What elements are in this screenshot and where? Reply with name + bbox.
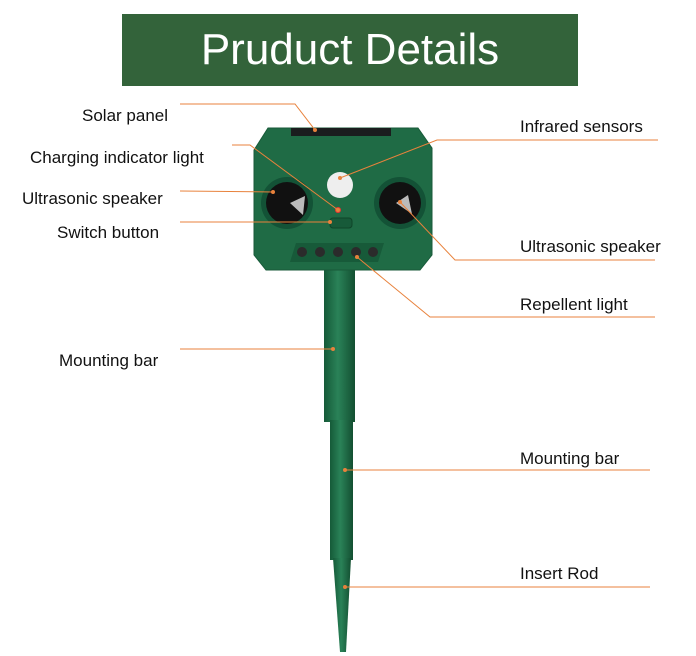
label-switch-button: Switch button bbox=[57, 223, 160, 242]
label-insert-rod: Insert Rod bbox=[520, 564, 599, 583]
leader-lines bbox=[179, 103, 658, 588]
insert-rod bbox=[333, 558, 351, 652]
switch-button bbox=[329, 217, 353, 229]
label-mounting-bar-right: Mounting bar bbox=[520, 449, 620, 468]
label-speaker-left: Ultrasonic speaker bbox=[22, 189, 163, 208]
label-charging-light: Charging indicator light bbox=[30, 148, 204, 167]
infrared-sensor bbox=[327, 172, 353, 198]
label-infrared: Infrared sensors bbox=[520, 117, 643, 136]
title-banner: Pruduct Details bbox=[122, 14, 578, 86]
label-speaker-right: Ultrasonic speaker bbox=[520, 237, 661, 256]
label-repellent-light: Repellent light bbox=[520, 295, 628, 314]
device-body bbox=[253, 127, 433, 271]
label-solar-panel: Solar panel bbox=[82, 106, 169, 125]
solar-panel bbox=[291, 128, 391, 136]
mounting-bar-lower bbox=[330, 420, 353, 560]
mounting-bar-upper bbox=[324, 262, 355, 422]
label-mounting-bar-left: Mounting bar bbox=[59, 351, 159, 370]
